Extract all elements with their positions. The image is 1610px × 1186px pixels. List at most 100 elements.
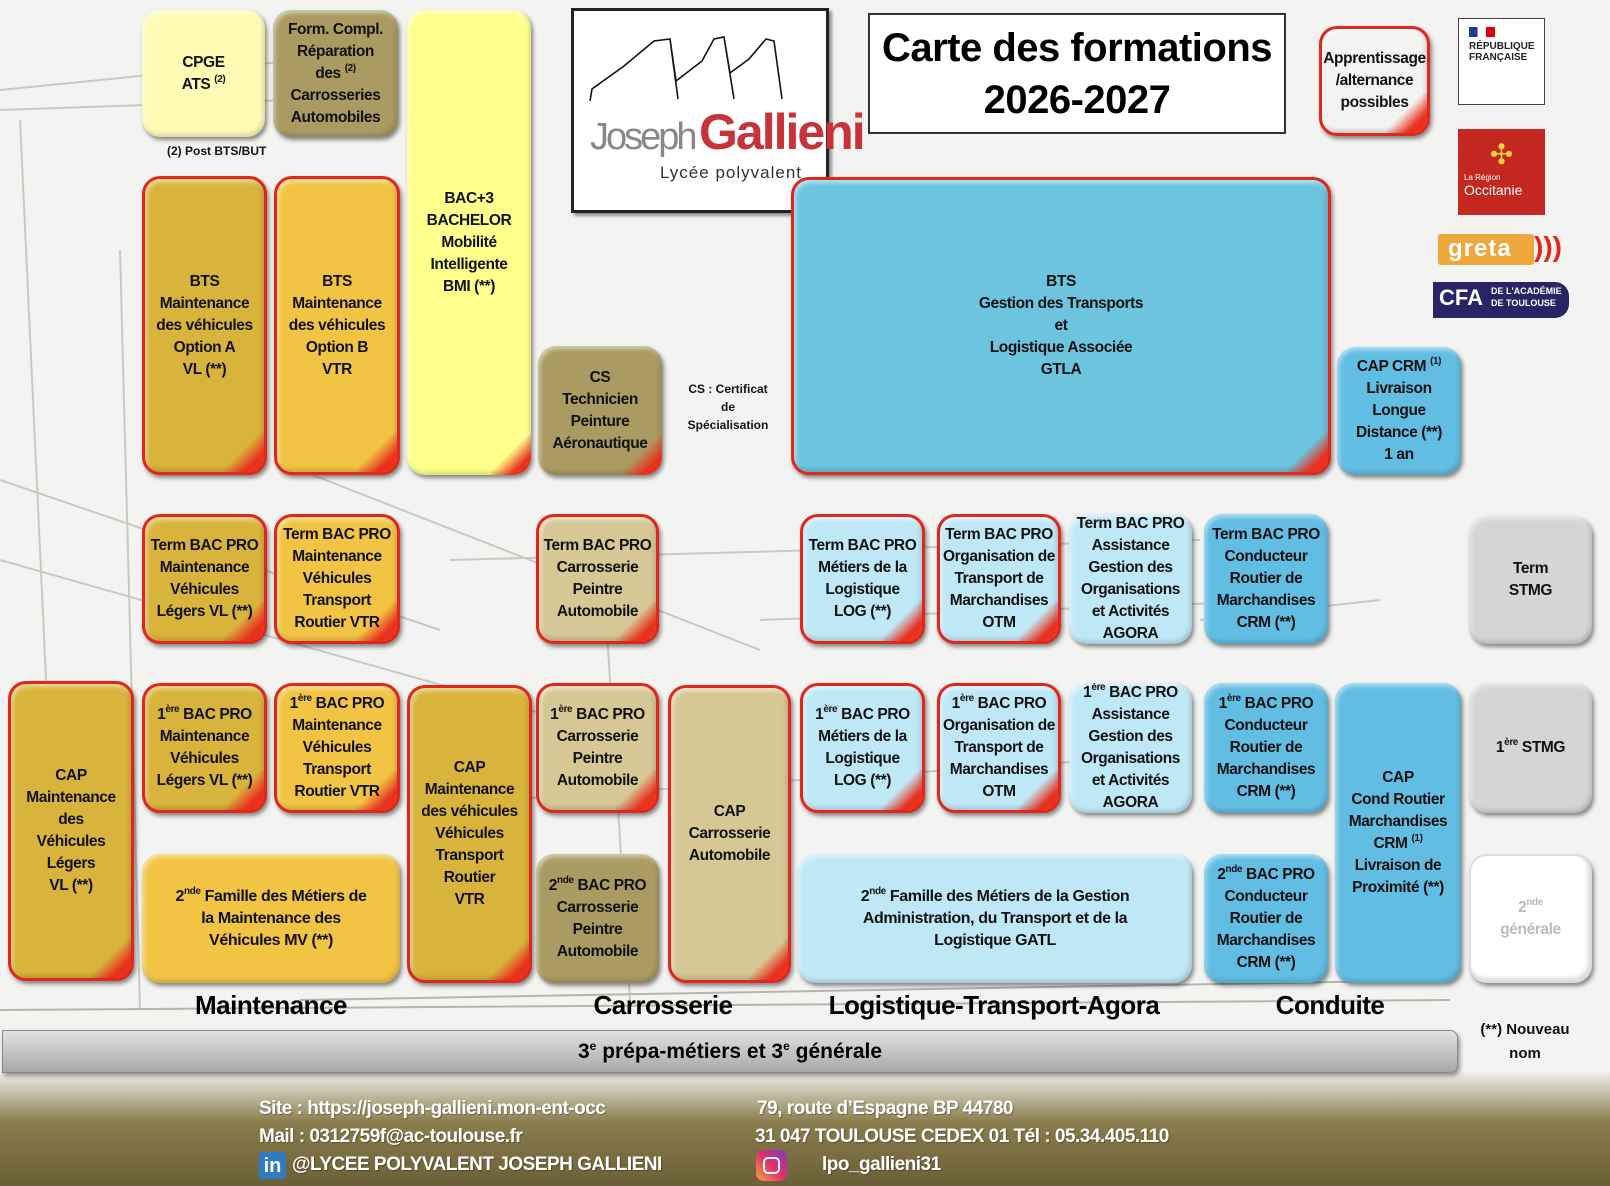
site-link[interactable]: Site : https://joseph-gallieni.mon-ent-o… [259, 1098, 606, 1119]
formation-line-part: nde [869, 885, 886, 897]
formation-line: Véhicules [170, 581, 239, 598]
formation-line: Distance (**) [1355, 424, 1443, 441]
formation-line: ATS (2) [182, 74, 226, 96]
instagram-icon[interactable] [756, 1150, 787, 1181]
formation-line: VTR [322, 360, 352, 378]
formation-line: Term BAC PRO [150, 537, 259, 554]
formation-line: Véhicules [36, 833, 106, 850]
formation-line: Mobilité [441, 233, 497, 251]
formation-line: BAC+3 [444, 189, 494, 207]
formation-line: Routier [443, 869, 496, 886]
cs-definition-note: CS : Certificat de Spécialisation [678, 380, 778, 434]
formation-line: BTS [1046, 273, 1076, 290]
formation-line: Apprentissage [1323, 50, 1426, 67]
formation-line-part: BAC PRO [572, 706, 645, 723]
formation-line: CRM (1) [1373, 833, 1422, 855]
formation-line-part: BAC PRO [973, 695, 1047, 712]
instagram-handle[interactable]: lpo_gallieni31 [822, 1154, 941, 1175]
formation-line: OTM [982, 614, 1016, 631]
formation-line: Maintenance [159, 294, 250, 312]
formation-line-part: BAC PRO [179, 706, 252, 723]
formation-line: Transport [303, 592, 371, 609]
rf-text: FRANÇAISE [1469, 52, 1528, 63]
formation-line: Véhicules [170, 750, 239, 767]
formation-line: CAP [55, 767, 87, 784]
formation-line: Livraison [1366, 380, 1432, 397]
formation-line-part: BAC PRO [1240, 695, 1314, 712]
formation-line: 1ère BAC PRO [157, 704, 252, 726]
formation-line: Routier de [1229, 570, 1303, 587]
formation-line: BACHELOR [426, 211, 512, 229]
formation-line: Aéronautique [552, 434, 648, 452]
formation-line-part: 1 [157, 706, 166, 723]
formation-line: Option B [305, 338, 369, 356]
formation-line: Gestion des Transports [978, 295, 1144, 312]
linkedin-icon[interactable]: in [259, 1152, 286, 1179]
formation-line: Légers VL (**) [156, 772, 253, 789]
formation-line: 1 an [1384, 446, 1414, 463]
formation-line-part: 1 [1218, 695, 1228, 712]
formation-line: Véhicules MV (**) [209, 931, 333, 949]
formation-line: 1ère BAC PRO [1219, 693, 1314, 715]
formation-line-part: 2 [548, 876, 558, 894]
occitanie-logo: ✣ La Région Occitanie [1458, 129, 1545, 215]
formation-line: Conducteur [1224, 717, 1308, 734]
formation-line-part: 2 [860, 887, 870, 905]
formation-line-part: Famille des Métiers de la Gestion [885, 887, 1130, 905]
formation-line: Carrosseries [290, 86, 381, 104]
formation-line: 2nde [1518, 897, 1543, 919]
formation-line: Peinture [570, 412, 630, 430]
formation-line-part: BAC PRO [1105, 684, 1178, 701]
formation-line: 1ère BAC PRO [550, 704, 645, 726]
formation-line: Légers [46, 855, 96, 872]
formation-line: Routier de [1229, 739, 1303, 756]
formation-line: Marchandises [1216, 931, 1316, 949]
formation-line: CRM (**) [1236, 614, 1296, 631]
formation-line: AGORA [1102, 625, 1159, 642]
formation-line: CAP [1382, 769, 1414, 786]
formation-line: Marchandises [949, 592, 1049, 609]
category-label: Logistique-Transport-Agora [828, 990, 1160, 1020]
formation-line-part: ère [165, 704, 180, 715]
formation-line: Term BAC PRO [543, 537, 652, 554]
formation-line: CRM (**) [1236, 783, 1296, 800]
formation-line: Organisation de [943, 717, 1055, 734]
formation-line: Intelligente [430, 255, 508, 273]
address-line-1: 79, route d’Espagne BP 44780 [757, 1098, 1014, 1119]
formation-line-part: BAC PRO [837, 706, 910, 723]
new-name-line: (**) Nouveau [1480, 1021, 1570, 1038]
category-label: Carrosserie [593, 990, 733, 1020]
formation-line: 1ère BAC PRO [290, 693, 385, 715]
formation-line: AGORA [1102, 794, 1159, 811]
formation-line: Transport [303, 761, 371, 778]
formation-line-part: STMG [1517, 739, 1566, 756]
formation-line-part: ère [1504, 737, 1518, 748]
greta-text: greta [1448, 235, 1512, 262]
formation-line-part: ère [1091, 683, 1106, 693]
formation-line: la Maintenance des [201, 909, 341, 927]
page-title: Carte des formations 2026-2027 [868, 13, 1286, 134]
new-name-line: nom [1509, 1045, 1541, 1062]
title-line-1: Carte des formations [881, 25, 1273, 70]
formation-line: Logistique GATL [934, 931, 1056, 949]
formation-line: Term [1512, 560, 1549, 577]
occitanie-text: La Région [1464, 173, 1501, 182]
formation-line: CS [589, 368, 611, 386]
formation-line-part: ère [558, 704, 573, 715]
category-label: Maintenance [195, 990, 348, 1020]
mail-link[interactable]: Mail : 0312759f@ac-toulouse.fr [259, 1126, 523, 1147]
linkedin-handle[interactable]: @LYCEE POLYVALENT JOSEPH GALLIENI [292, 1154, 662, 1175]
formation-line: Transport [435, 847, 504, 864]
